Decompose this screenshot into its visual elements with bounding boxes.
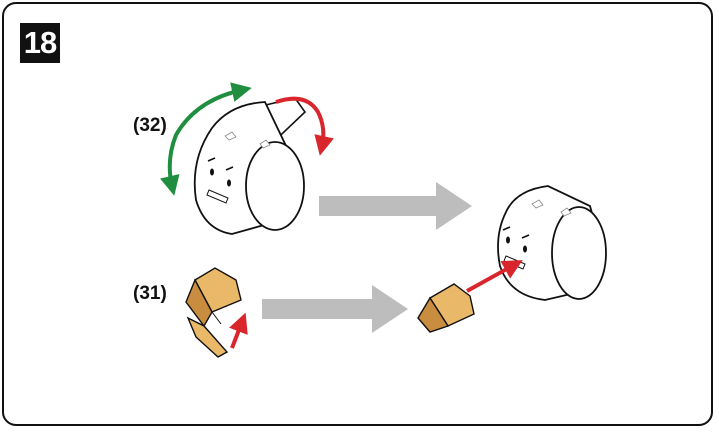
assembled-end-cap: [551, 206, 607, 300]
rotate-cw-green-arrow-icon: [160, 82, 252, 196]
flow-arrow-top: [319, 182, 472, 230]
part-label-31: (31): [133, 283, 167, 304]
flow-arrow-icon: [319, 182, 472, 230]
nose-piece-result: [417, 260, 523, 333]
flow-arrow-icon: [262, 285, 408, 333]
assembled-cylinder: [497, 185, 607, 301]
part-32-cylinder-rolling: [160, 82, 334, 235]
part-label-32: (32): [133, 115, 167, 136]
part-31-folded-piece: [185, 267, 248, 358]
rotate-red-arrow-icon: [275, 96, 334, 156]
piece-fold-line: [211, 311, 222, 325]
insert-arrow-icon: [229, 312, 248, 349]
flow-arrow-bottom: [262, 285, 408, 333]
insert-arrow-icon: [466, 260, 523, 293]
piece-lower-flap: [186, 316, 229, 358]
nose-side-face: [417, 296, 450, 333]
step-number-badge: 18: [20, 23, 60, 63]
cylinder-end-cap: [245, 141, 305, 231]
panel-frame: [2, 2, 713, 426]
